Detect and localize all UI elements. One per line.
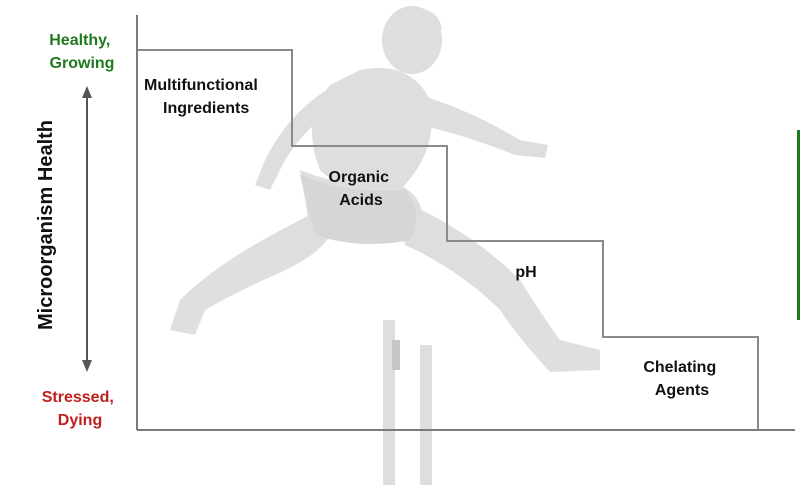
stressed-label-line-2: Dying <box>58 412 102 429</box>
axes <box>136 15 795 431</box>
arrow-down-head <box>82 360 92 372</box>
step-outline <box>137 49 759 430</box>
step-4-line-1: Chelating <box>643 359 716 376</box>
step-label-organic-acids: Organic Acids <box>329 169 394 209</box>
healthy-label-line-1: Healthy, <box>49 32 110 49</box>
step-2-line-2: Acids <box>339 192 383 209</box>
healthy-label: Healthy, Growing <box>49 32 115 72</box>
cropped-edge-mark <box>797 130 800 320</box>
step-label-ph: pH <box>515 264 536 281</box>
step-label-multifunctional: Multifunctional Ingredients <box>144 77 262 117</box>
hurdler-silhouette <box>170 6 600 485</box>
step-3-line-1: pH <box>515 264 536 281</box>
step-2-line-1: Organic <box>329 169 390 186</box>
stressed-label-line-1: Stressed, <box>42 389 114 406</box>
arrow-up-head <box>82 86 92 98</box>
stressed-label: Stressed, Dying <box>42 389 119 429</box>
step-label-chelating: Chelating Agents <box>643 359 720 399</box>
step-1-line-1: Multifunctional <box>144 77 258 94</box>
step-4-line-2: Agents <box>655 382 709 399</box>
healthy-label-line-2: Growing <box>50 55 115 72</box>
y-axis-title: Microorganism Health <box>35 120 57 330</box>
step-1-line-2: Ingredients <box>163 100 249 117</box>
health-arrow <box>82 86 92 372</box>
